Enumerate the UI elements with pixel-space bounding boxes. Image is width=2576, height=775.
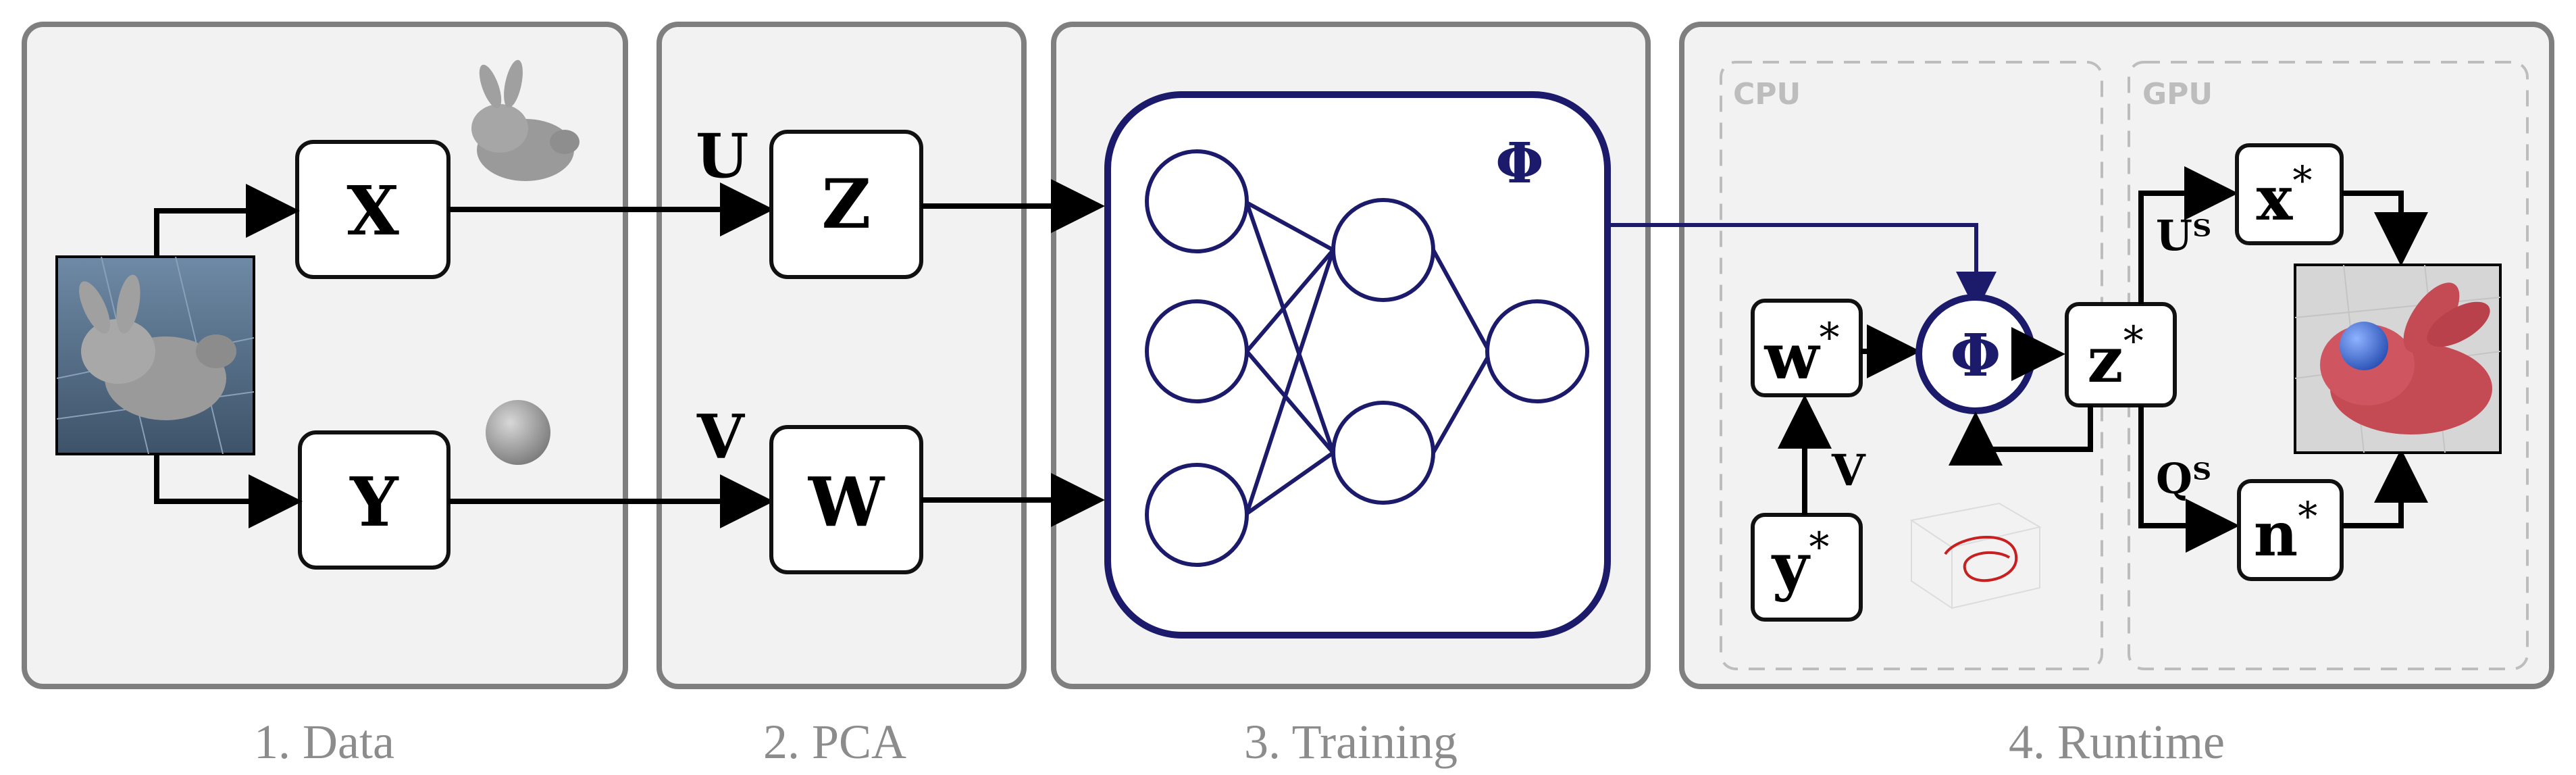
label-ut: Uᵀ <box>2156 211 2211 260</box>
network-to-runtime-line <box>1607 223 1997 312</box>
node-z-label: Z <box>822 164 871 244</box>
panel-data <box>22 22 628 689</box>
sphere-icon <box>486 400 550 465</box>
bunny-icon <box>471 59 579 181</box>
arrow-n-star-to-render <box>2342 449 2428 528</box>
network-box <box>1104 91 1611 639</box>
node-n-star-label: n* <box>2254 493 2317 570</box>
network-edges <box>1245 201 1489 516</box>
caption-data: 1. Data <box>254 715 394 769</box>
network-label: Φ <box>1495 131 1543 196</box>
hidden-neuron-2 <box>1331 401 1435 505</box>
feedback-z-to-phi <box>1949 405 2093 466</box>
input-neuron-1 <box>1145 149 1249 253</box>
arrow-to-y <box>154 454 303 528</box>
gpu-label: GPU <box>2142 77 2213 111</box>
node-z-star-label: z* <box>2087 318 2143 397</box>
node-w-label: W <box>808 462 885 542</box>
node-phi-label: Φ <box>1951 322 2001 390</box>
input-neuron-2 <box>1145 299 1249 403</box>
node-w-star-label: w* <box>1764 314 1840 394</box>
node-x-label: X <box>346 171 399 251</box>
hidden-neuron-1 <box>1331 198 1435 302</box>
cpu-label: CPU <box>1733 77 1801 111</box>
trajectory-plot-icon <box>1909 502 2042 609</box>
arrow-x-star-to-render <box>2342 191 2428 266</box>
node-z-star <box>2065 302 2177 407</box>
arrow-z-star-to-n-star <box>2138 405 2240 553</box>
caption-pca: 2. PCA <box>763 715 906 769</box>
caption-runtime: 4. Runtime <box>2009 715 2225 769</box>
node-n-star <box>2237 479 2344 581</box>
output-neuron <box>1485 299 1589 403</box>
arrow-to-x <box>154 184 300 257</box>
node-y-star-label: y* <box>1771 524 1830 603</box>
bunny-sim-image <box>55 255 255 455</box>
label-u: U <box>696 120 749 192</box>
caption-training: 3. Training <box>1244 715 1458 769</box>
label-v-runtime: V <box>1831 445 1866 496</box>
arrow-z-star-to-x-star <box>2138 166 2238 304</box>
subpanel-gpu <box>2128 61 2529 670</box>
node-x-star-label: x* <box>2257 157 2313 234</box>
node-y-label: Y <box>349 462 399 542</box>
input-neuron-3 <box>1145 463 1249 567</box>
label-qt: Qᵀ <box>2156 454 2211 503</box>
rendered-bunny-image <box>2294 264 2502 454</box>
label-v: V <box>696 401 746 473</box>
